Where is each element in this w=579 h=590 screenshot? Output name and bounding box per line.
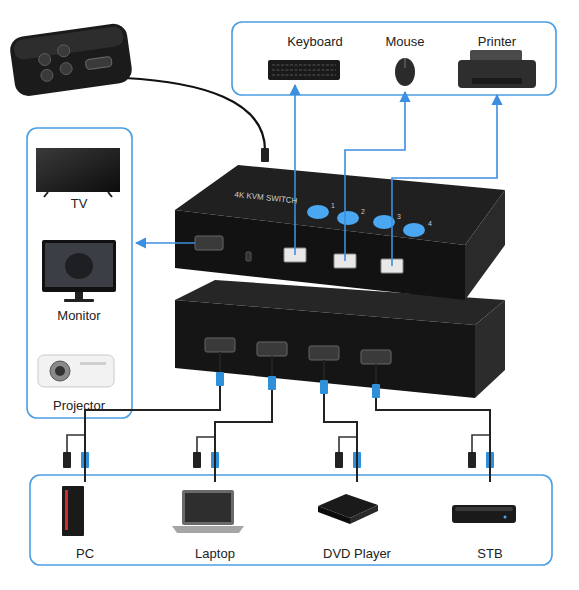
display-node: Monitor	[35, 236, 123, 323]
device-label: TV	[71, 196, 88, 211]
cable-plugs	[63, 435, 494, 468]
group-frame	[30, 475, 552, 565]
keyboard-icon	[268, 60, 340, 80]
dvd-player-icon	[318, 494, 378, 524]
stb-icon	[452, 505, 516, 523]
group-frame	[27, 128, 132, 418]
device-label: STB	[477, 546, 502, 561]
laptop-icon	[172, 490, 244, 533]
hdmi-cable	[324, 400, 357, 482]
device-label: Projector	[53, 398, 105, 413]
monitor-icon	[42, 240, 116, 302]
source-node: STB	[435, 482, 545, 561]
hdmi-cable	[376, 400, 490, 482]
usb-connector	[392, 95, 497, 190]
display-node: TV	[35, 145, 123, 211]
device-node: Mouse	[375, 34, 435, 92]
button-number: 2	[361, 208, 365, 216]
device-marking: 4K KVM SWITCH	[234, 190, 298, 206]
source-node: Laptop	[160, 482, 270, 561]
printer-icon	[458, 50, 536, 88]
group-frame	[232, 22, 556, 95]
button-number: 1	[331, 202, 335, 210]
kvm-upper-unit	[175, 165, 505, 300]
hdmi-cable	[85, 400, 220, 482]
button-number: 3	[397, 213, 401, 221]
display-node: Projector	[35, 348, 123, 413]
hdmi-plug	[216, 372, 380, 398]
hdmi-cable	[215, 400, 272, 482]
device-node: Printer	[452, 34, 542, 95]
device-label: PC	[76, 546, 94, 561]
device-label: Keyboard	[287, 34, 343, 49]
device-label: DVD Player	[323, 546, 391, 561]
pc-icon	[62, 486, 84, 536]
usb-connector	[345, 92, 405, 190]
tv-icon	[36, 148, 120, 197]
source-node: DVD Player	[300, 482, 414, 561]
kvm-switch: 4K KVM SWITCH	[175, 190, 505, 400]
output-arrow	[136, 242, 195, 244]
mouse-icon	[395, 58, 415, 86]
device-label: Mouse	[385, 34, 424, 49]
remote-control	[8, 22, 269, 162]
device-node: Keyboard	[262, 34, 368, 85]
device-label: Monitor	[57, 308, 100, 323]
device-label: Laptop	[195, 546, 235, 561]
button-number: 4	[428, 220, 432, 228]
usb-leader	[295, 190, 392, 266]
source-node: PC	[40, 482, 130, 561]
hdmi-cable	[220, 352, 376, 400]
projector-icon	[38, 355, 114, 387]
usb-connector	[294, 85, 296, 190]
device-label: Printer	[478, 34, 516, 49]
